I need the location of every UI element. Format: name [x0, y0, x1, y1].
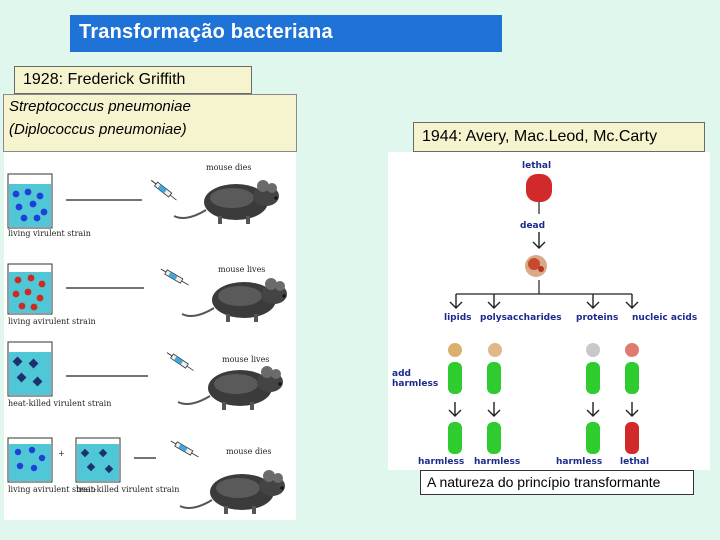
add-label: add — [392, 369, 411, 379]
row-4: + living avirulent strain heat-killed vi… — [7, 437, 286, 515]
dead-label: dead — [520, 221, 545, 231]
mouse-icon — [181, 277, 288, 323]
lysate-blob — [525, 255, 547, 277]
page-title: Transformação bacteriana — [70, 15, 502, 52]
row-2-strain: living avirulent strain — [8, 317, 96, 326]
result-1: harmless — [418, 457, 464, 467]
species-name: Streptococcus pneumoniae — [9, 98, 191, 115]
row-1: living virulent strain mouse dies — [7, 163, 280, 238]
mouse-icon — [177, 365, 284, 411]
row-4-strain: living avirulent strain — [8, 485, 96, 494]
plus-sign: + — [58, 449, 65, 458]
fraction-polysaccharides: polysaccharides — [480, 313, 562, 323]
row-3-result: mouse lives — [222, 355, 269, 364]
result-4: lethal — [620, 457, 649, 467]
species-box: Streptococcus pneumoniae (Diplococcus pn… — [3, 94, 297, 152]
virulent-cells — [12, 188, 48, 222]
row-2: living avirulent strain mouse lives — [7, 263, 288, 326]
harmless-cells — [448, 362, 639, 394]
row-4-strain2: heat-killed virulent strain — [76, 485, 179, 494]
avery-figure: lethal dead lipids polysaccharides prote… — [388, 152, 710, 470]
result-arrows — [448, 402, 639, 417]
avirulent-cells-mix — [14, 446, 46, 472]
griffith-diagram: living virulent strain mouse dies living… — [7, 163, 288, 515]
syringe-icon — [159, 266, 191, 288]
fraction-lipids: lipids — [444, 313, 472, 323]
lethal-cell — [526, 174, 552, 202]
heat-killed-cells-mix — [80, 448, 114, 474]
species-synonym: (Diplococcus pneumoniae) — [9, 121, 187, 138]
result-3: harmless — [556, 457, 602, 467]
syringe-icon — [165, 350, 196, 374]
syringe-icon — [149, 177, 179, 203]
result-cells — [448, 422, 639, 454]
result-2: harmless — [474, 457, 520, 467]
griffith-label: 1928: Frederick Griffith — [14, 66, 252, 94]
fraction-proteins: proteins — [576, 313, 618, 323]
caption: A natureza do princípio transformante — [420, 470, 694, 495]
fraction-nucleic-acids: nucleic acids — [632, 313, 697, 323]
fraction-samples — [448, 343, 639, 357]
lethal-label: lethal — [522, 161, 551, 171]
fraction-arrows — [449, 294, 639, 309]
avery-diagram: lethal dead lipids polysaccharides prote… — [392, 161, 697, 467]
avery-label: 1944: Avery, Mac.Leod, Mc.Carty — [413, 122, 705, 152]
add-harmless-label: harmless — [392, 379, 438, 389]
row-2-result: mouse lives — [218, 265, 265, 274]
row-1-strain: living virulent strain — [8, 229, 91, 238]
mouse-icon — [173, 179, 280, 225]
row-3-strain: heat-killed virulent strain — [8, 399, 111, 408]
syringe-icon — [169, 438, 201, 460]
row-4-result: mouse dies — [226, 447, 271, 456]
griffith-figure: living virulent strain mouse dies living… — [4, 152, 296, 520]
row-1-result: mouse dies — [206, 163, 251, 172]
avirulent-cells — [12, 274, 46, 311]
mouse-icon — [179, 469, 286, 515]
row-3: heat-killed virulent strain mouse lives — [7, 341, 284, 411]
